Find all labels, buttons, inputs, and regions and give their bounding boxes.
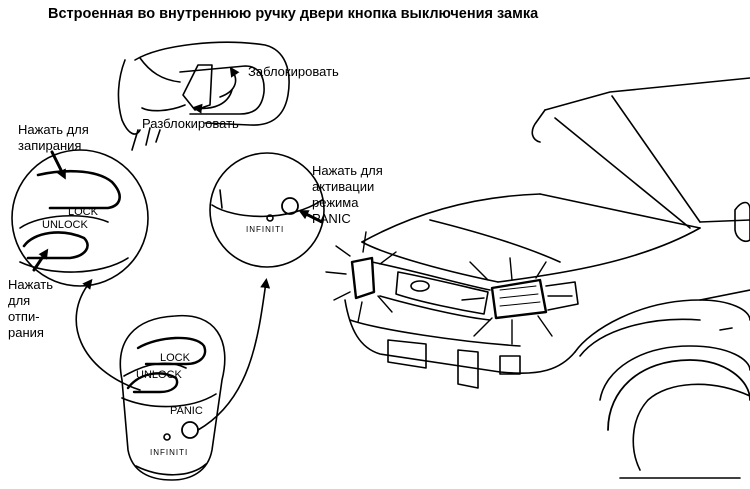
press-lock-label: Нажать для запирания — [18, 122, 89, 154]
left-headlamp-flash-rays — [325, 231, 397, 323]
press-unlock-label: Нажать для отпи- рания — [8, 277, 53, 341]
press-panic-label-line1: Нажать для — [312, 163, 383, 178]
press-lock-label-line2: запирания — [18, 138, 82, 153]
lock-detail-circle — [11, 149, 149, 287]
handle-unlock-arrow — [192, 89, 233, 114]
right-headlamp-flash-rays — [461, 257, 573, 345]
panic-press-arrow — [298, 210, 324, 224]
fob-unlock-text: UNLOCK — [136, 369, 183, 381]
fob-to-lock-arrow — [75, 278, 141, 391]
press-unlock-label-line2: для — [8, 293, 31, 308]
press-unlock-label-line1: Нажать — [8, 277, 53, 292]
fob-lock-text: LOCK — [160, 352, 191, 364]
page-title: Встроенная во внутреннюю ручку двери кно… — [48, 6, 539, 22]
key-fob — [119, 314, 226, 481]
handle-unlock-label: Разблокировать — [142, 116, 239, 131]
fob-panic-text: PANIC — [170, 405, 203, 417]
door-handle-drawing — [117, 41, 290, 151]
car-drawing — [344, 77, 750, 479]
fob-to-panic-arrow — [197, 278, 271, 431]
handle-lock-label: Заблокировать — [248, 64, 339, 79]
panic-detail-brand: INFINITI — [246, 225, 284, 234]
fob-brand-text: INFINITI — [150, 448, 188, 457]
press-panic-label-line2: активации — [312, 179, 375, 194]
lock-detail-unlock-text: UNLOCK — [42, 219, 89, 231]
lock-detail-lock-text: LOCK — [68, 206, 99, 218]
press-unlock-arrow — [32, 248, 49, 272]
handle-lock-arrow — [219, 66, 240, 98]
press-lock-arrow — [50, 150, 66, 180]
press-lock-label-line1: Нажать для — [18, 122, 89, 137]
press-unlock-label-line3: отпи- — [8, 309, 40, 324]
panic-detail-circle — [209, 152, 325, 268]
press-unlock-label-line4: рания — [8, 325, 44, 340]
